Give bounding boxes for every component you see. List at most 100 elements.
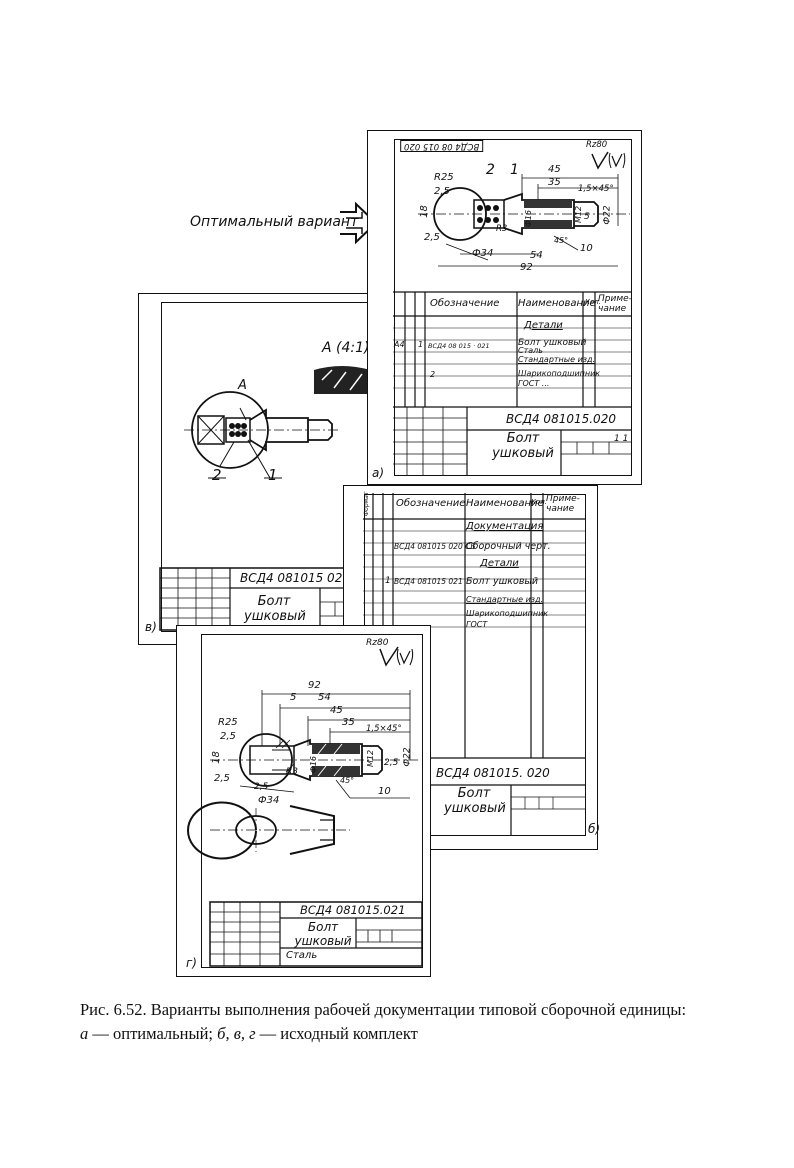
sheet-v-title-name: Болт ушковый (244, 594, 306, 624)
sheet-a-row1-pos: 1 (418, 340, 424, 349)
sheet-v-part-drawing (184, 391, 340, 479)
sheet-a-row1-code: ВСД4 08 015 · 021 (428, 342, 490, 350)
sheet-g-d35: 35 (342, 717, 355, 728)
sheet-a-r25: R25 (434, 172, 454, 183)
caption-line-1: Рис. 6.52. Варианты выполнения рабочей д… (80, 1000, 687, 1019)
sheet-b-std-name: Шарикоподшипник (466, 609, 549, 618)
sheet-a-header-qty: Кол. (585, 298, 601, 306)
sheet-a-d25a: 2,5 (434, 186, 450, 197)
sheet-a-d54: 54 (530, 250, 543, 261)
sheet-g-d34: Ф34 (258, 795, 280, 806)
sheet-g-d92: 92 (308, 680, 321, 691)
sheet-a-d34: Ф34 (472, 248, 494, 259)
sheet-a-corner-code: ВСД4 08 015 020 (400, 140, 484, 152)
sheet-b-part-name: Болт ушковый (466, 576, 539, 587)
sheet-v-title-code: ВСД4 081015 020 СБ (240, 571, 371, 585)
sheet-a-r3: R3 (496, 224, 508, 234)
sheet-g-d18: 18 (210, 751, 222, 764)
sheet-a-row2-std: ГОСТ ... (518, 379, 550, 388)
caption-line-2: а — оптимальный; б, в, г — исходный комп… (80, 1022, 720, 1046)
sheet-a-header-note: Приме­чание (598, 294, 632, 314)
sheet-g-d25b: 2,5 (214, 773, 230, 784)
sheet-g-d25c: 2,5 (384, 758, 399, 768)
sheet-b-std-gost: ГОСТ (466, 620, 488, 629)
sheet-a-pos-1: 1 (510, 162, 519, 178)
sheet-a-part-drawing (418, 174, 630, 267)
sheet-g-m12: M12 (366, 749, 376, 768)
sheet-g-d16: Ф16 (309, 755, 319, 774)
sheet-a-spec-table (393, 291, 631, 475)
sheet-g-title-code: ВСД4 081015.021 (300, 903, 406, 917)
sheet-g-letter: г) (186, 956, 197, 970)
sheet-g-d25d: 2,5 (254, 782, 269, 792)
sheet-g-d54: 54 (318, 692, 331, 703)
sheet-a-letter: а) (372, 466, 385, 480)
sheet-v-pos-2: 2 (212, 466, 222, 484)
sheet-g-d22: Ф22 (402, 747, 413, 767)
sheet-a-d92: 92 (520, 262, 533, 273)
sheet-a-chamfer: 1,5×45° (578, 184, 614, 194)
sheet-b-section-docs: Документация (466, 521, 544, 532)
sheet-a-sheet-no: 1 1 (614, 434, 629, 444)
sheet-g-roughness-icon (379, 646, 414, 667)
sheet-b-doc-code: ВСД4 081015 020 СБ (394, 542, 476, 551)
caption-a-text: — оптимальный; (88, 1024, 218, 1043)
sheet-a-d45: 45 (548, 164, 561, 175)
sheet-b-section-std: Стандартные изд. (466, 595, 544, 604)
sheet-a-title-code: ВСД4 081015.020 (506, 412, 616, 426)
sheet-a (367, 130, 642, 485)
sheet-g-roughness: Rz80 (366, 638, 389, 648)
sheet-a-d16: Ф16 (524, 209, 534, 228)
sheet-v-view-label: А (4:1) (322, 340, 370, 356)
sheet-g-title-block (209, 901, 423, 967)
sheet-a-header-name: Наименование (518, 298, 596, 309)
sheet-g-d25a: 2,5 (220, 731, 236, 742)
sheet-b-header-code: Обозначение (396, 498, 466, 509)
sheet-a-d10: 10 (580, 243, 593, 254)
caption-bvg-text: — исходный комплект (255, 1024, 418, 1043)
sheet-a-section-parts: Детали (524, 320, 563, 331)
sheet-g-d45: 45 (330, 705, 343, 716)
sheet-g-r3: R3 (286, 767, 298, 777)
sheet-a-header-code: Обозначение (430, 298, 500, 309)
sheet-a-d25b: 2,5 (424, 232, 440, 243)
sheet-a-row2-name: Шарикоподшипник (518, 369, 601, 378)
sheet-v-callout-a: А (238, 378, 247, 393)
sheet-g-material: Сталь (286, 950, 318, 961)
sheet-g-d5: 5 (290, 692, 297, 703)
sheet-g-chamfer: 1,5×45° (366, 724, 402, 734)
sheet-a-d5: 5 (584, 212, 590, 222)
sheet-a-row1-format: А4 (394, 340, 405, 349)
sheet-b-header-name: Наименование (466, 498, 544, 509)
sheet-a-m12: M12 (574, 205, 584, 224)
sheet-g-ang: 45° (340, 776, 355, 785)
sheet-g-r25: R25 (218, 717, 238, 728)
sheet-a-row2-pos: 2 (430, 370, 436, 379)
sheet-g-d10: 10 (378, 786, 391, 797)
sheet-a-pos-2: 2 (486, 162, 495, 178)
sheet-v-detail-view (314, 366, 370, 394)
sheet-b-title-code: ВСД4 081015. 020 (436, 766, 550, 780)
sheet-a-d35: 35 (548, 177, 561, 188)
sheet-a-d22: Ф22 (602, 205, 613, 225)
sheet-a-roughness-icon (591, 151, 626, 170)
sheet-a-section-std: Стандартные изд. (518, 355, 596, 364)
sheet-v-pos-1: 1 (268, 466, 278, 484)
sheet-b-section-parts: Детали (480, 558, 519, 569)
caption-a-letter: а (80, 1024, 89, 1043)
sheet-a-title-name: Болт ушковый (492, 431, 554, 461)
sheet-a-ang: 45° (554, 236, 569, 245)
sheet-b-header-note: Приме­чание (546, 494, 580, 514)
sheet-a-row1-name: Болт ушковый (518, 338, 587, 348)
sheet-b-title-name: Болт ушковый (444, 786, 506, 816)
sheet-a-frame (394, 139, 632, 476)
sheet-a-row1-material: Сталь (518, 346, 543, 355)
sheet-b-part-pos: 1 (385, 576, 391, 586)
sheet-b-doc-name: Сборочный черт. (466, 541, 551, 552)
sheet-g-title-name: Болт ушковый (294, 920, 352, 948)
caption-bvg-letters: б, в, г (217, 1024, 256, 1043)
optimal-variant-label: Оптимальный вариант (190, 214, 359, 230)
sheet-b-part-code: ВСД4 081015 021 (394, 577, 463, 586)
sheet-b-header-format: Формат (363, 491, 370, 516)
sheet-g-frame (201, 634, 423, 968)
